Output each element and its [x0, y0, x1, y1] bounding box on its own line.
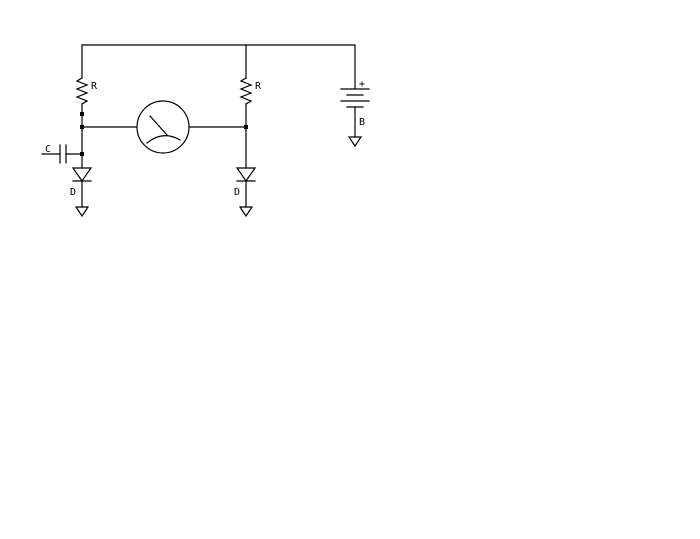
battery-polarity-label: + [359, 79, 365, 90]
ground-battery-icon [347, 136, 363, 148]
resistor-left-label: R [91, 81, 98, 92]
diode-left [71, 167, 93, 208]
resistor-left [75, 77, 89, 115]
diode-right [235, 126, 257, 208]
capacitor-label: C [45, 144, 51, 155]
meter [136, 100, 190, 154]
capacitor [41, 144, 83, 164]
top-rail-wire [81, 44, 356, 89]
battery-label: B [359, 117, 365, 128]
ground-right-icon [238, 206, 254, 218]
ground-left-icon [74, 206, 90, 218]
diode-left-label: D [70, 187, 76, 198]
diode-right-label: D [234, 187, 240, 198]
resistor-right-label: R [255, 81, 262, 92]
battery [340, 88, 370, 138]
junction-dot [80, 112, 84, 116]
resistor-right [239, 77, 253, 128]
